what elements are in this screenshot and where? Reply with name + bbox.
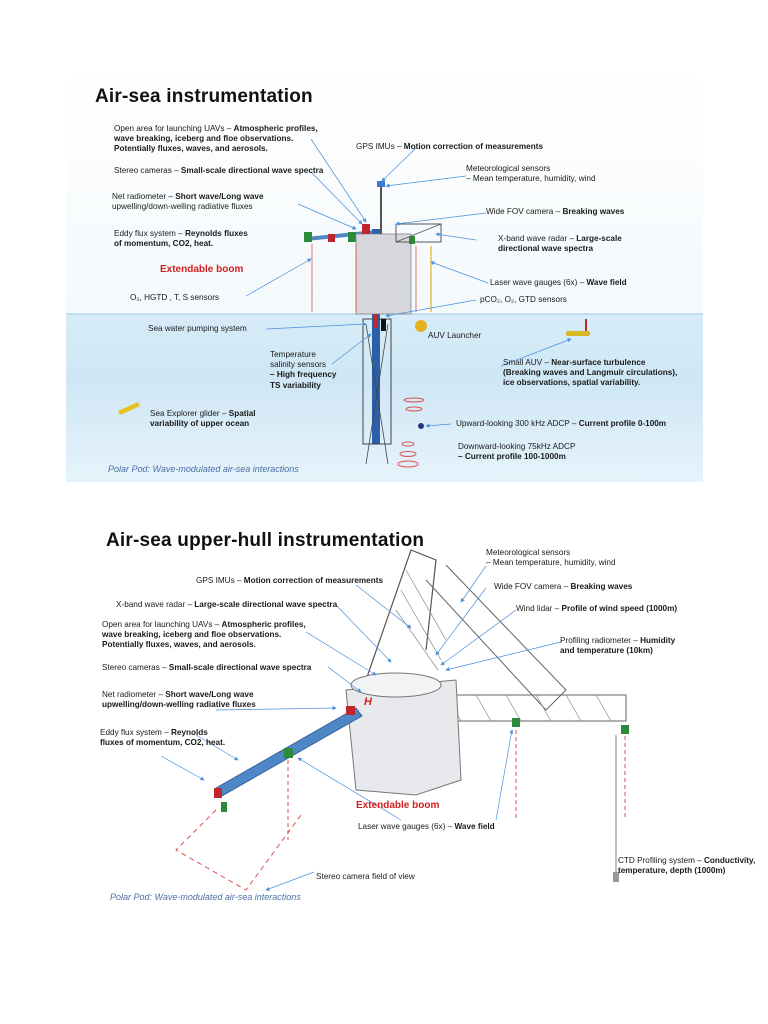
auv-launcher-label: AUV Launcher xyxy=(428,331,482,340)
panel-title: Air-sea upper-hull instrumentation xyxy=(106,530,425,551)
platform-diagram xyxy=(66,138,703,468)
pco2-sensors-label: pCO₂, O₂, GTD sensors xyxy=(480,295,567,304)
glider-label: Sea Explorer glider – Spatial variabilit… xyxy=(150,409,256,429)
stereo-fov-label: Stereo camera field of view xyxy=(316,872,415,881)
meteorological-label: Meteorological sensors– Mean temperature… xyxy=(466,164,596,184)
meteorological-label: Meteorological sensors– Mean temperature… xyxy=(486,548,616,568)
panel-caption: Polar Pod: Wave-modulated air-sea intera… xyxy=(110,892,301,902)
eddy-flux-label: Eddy flux system – Reynolds fluxes of mo… xyxy=(114,229,248,249)
laser-gauges-label: Laser wave gauges (6x) – Wave field xyxy=(490,278,627,287)
net-radiometer-label: Net radiometer – Short wave/Long wave up… xyxy=(102,690,256,710)
uav-label: Open area for launching UAVs – Atmospher… xyxy=(114,124,318,154)
upper-hull-diagram xyxy=(160,549,629,891)
sea-background xyxy=(66,314,703,482)
helipad-marker: H xyxy=(364,696,372,708)
downward-adcp-label: Downward-looking 75kHz ADCP– Current pro… xyxy=(458,442,576,462)
ctd-label: CTD Profiling system – Conductivity, tem… xyxy=(618,856,756,876)
pumping-system-label: Sea water pumping system xyxy=(148,324,247,333)
wind-lidar-label: Wind lidar – Profile of wind speed (1000… xyxy=(516,604,678,613)
wide-fov-label: Wide FOV camera – Breaking waves xyxy=(486,207,625,216)
gps-label: GPS IMUs – Motion correction of measurem… xyxy=(356,142,543,151)
panel-caption: Polar Pod: Wave-modulated air-sea intera… xyxy=(108,464,299,474)
extendable-boom-label: Extendable boom xyxy=(356,800,440,811)
main-mast xyxy=(372,229,380,444)
xband-label: X-band wave radar – Large-scale directio… xyxy=(116,600,338,609)
upward-adcp-label: Upward-looking 300 kHz ADCP – Current pr… xyxy=(456,419,667,428)
profiling-radiometer-label: Profiling radiometer – Humidity and temp… xyxy=(560,636,676,656)
stereo-cameras-label: Stereo cameras – Small-scale directional… xyxy=(102,663,312,672)
upper-hull-instrumentation-panel: Air-sea upper-hull instrumentation Meteo… xyxy=(66,520,755,920)
o2-sensors-label: O₂, HGTD , T, S sensors xyxy=(130,293,220,302)
helipad-deck xyxy=(350,672,442,698)
air-sea-instrumentation-panel: Air-sea instrumentation Open area for la… xyxy=(66,64,703,482)
xband-label: X-band wave radar – Large-scale directio… xyxy=(498,234,622,254)
gps-label: GPS IMUs – Motion correction of measurem… xyxy=(196,576,383,585)
hull xyxy=(355,233,412,315)
small-auv-label: Small AUV – Near-surface turbulence (Bre… xyxy=(503,358,678,388)
wide-fov-label: Wide FOV camera – Breaking waves xyxy=(494,582,633,591)
uav-label: Open area for launching UAVs – Atmospher… xyxy=(102,620,306,650)
laser-gauges-label: Laser wave gauges (6x) – Wave field xyxy=(358,822,495,831)
extendable-boom-label: Extendable boom xyxy=(160,264,244,275)
net-radiometer-label: Net radiometer – Short wave/Long wave up… xyxy=(112,192,264,212)
stereo-cameras-label: Stereo cameras – Small-scale directional… xyxy=(114,166,324,175)
eddy-flux-label: Eddy flux system – Reynolds fluxes of mo… xyxy=(100,728,226,748)
panel-title: Air-sea instrumentation xyxy=(95,86,313,107)
